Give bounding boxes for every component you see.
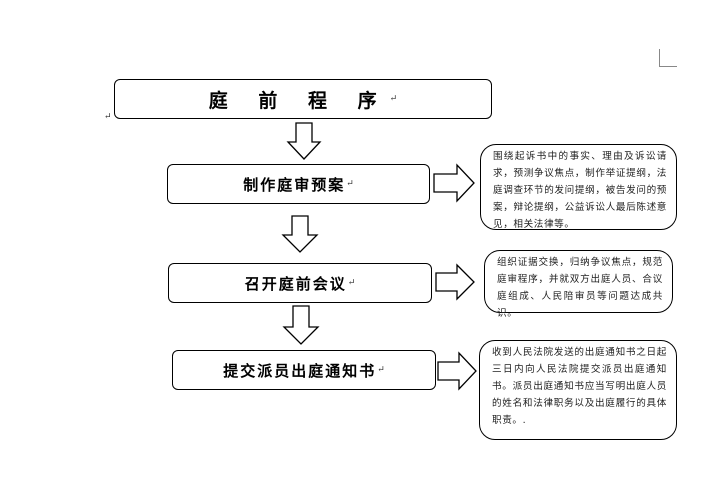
note-text: 围绕起诉书中的事实、理由及诉讼请求，预测争议焦点，制作举证提纲，法庭调查环节的发… (493, 151, 667, 230)
right-arrow-1 (433, 163, 475, 203)
right-arrow-2 (435, 263, 475, 301)
page-corner-mark (659, 49, 677, 67)
step-box-3: 提交派员出庭通知书↵ (172, 350, 436, 390)
title-box: 庭 前 程 序↵ (114, 79, 492, 119)
note-box-3: 收到人民法院发送的出庭通知书之日起三日内向人民法院提交派员出庭通知书。派员出庭通… (479, 340, 677, 440)
step-box-1: 制作庭审预案↵ (167, 164, 430, 204)
note-box-2: 组织证据交换，归纳争议焦点，规范庭审程序，并就双方出庭人员、合议庭组成、人民陪审… (484, 250, 673, 319)
paragraph-mark: ↵ (377, 365, 385, 375)
step-label: 制作庭审预案 (243, 175, 346, 194)
down-arrow-3 (282, 305, 320, 345)
step-label: 提交派员出庭通知书 (223, 361, 377, 380)
paragraph-mark: ↵ (389, 94, 398, 104)
step-box-2: 召开庭前会议↵ (168, 263, 432, 303)
note-text: 收到人民法院发送的出庭通知书之日起三日内向人民法院提交派员出庭通知书。派员出庭通… (492, 347, 667, 426)
title-text: 庭 前 程 序 (208, 89, 389, 112)
right-arrow-3 (437, 351, 477, 391)
down-arrow-1 (286, 122, 322, 160)
note-box-1: 围绕起诉书中的事实、理由及诉讼请求，预测争议焦点，制作举证提纲，法庭调查环节的发… (480, 144, 677, 230)
paragraph-mark: ↵ (347, 278, 356, 288)
step-label: 召开庭前会议 (244, 274, 347, 293)
paragraph-mark: ↵ (104, 112, 112, 122)
note-text: 组织证据交换，归纳争议焦点，规范庭审程序，并就双方出庭人员、合议庭组成、人民陪审… (497, 257, 663, 319)
down-arrow-2 (281, 215, 319, 253)
paragraph-mark: ↵ (346, 179, 354, 189)
